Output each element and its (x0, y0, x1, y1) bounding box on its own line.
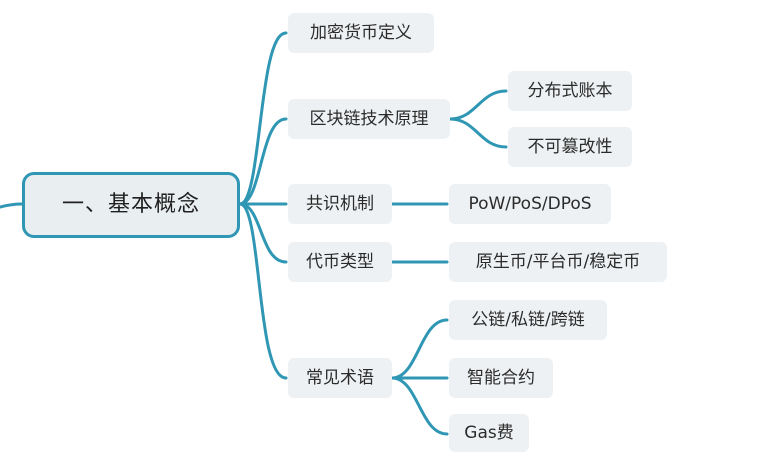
child-node-2-2[interactable]: 不可篡改性 (508, 127, 632, 167)
child-node-label: 智能合约 (467, 368, 535, 388)
child-node-5-2[interactable]: 智能合约 (449, 358, 553, 398)
child-node-label: 公链/私链/跨链 (471, 310, 585, 330)
branch-node-5[interactable]: 常见术语 (288, 358, 392, 398)
child-node-label: 不可篡改性 (527, 137, 613, 157)
branch-node-4[interactable]: 代币类型 (288, 242, 392, 282)
connector-root-branch-5 (238, 202, 288, 380)
child-node-label: PoW/PoS/DPoS (468, 194, 592, 214)
connector-root-branch-2 (238, 117, 288, 206)
branch-node-label: 区块链技术原理 (309, 109, 429, 129)
branch-node-label: 加密货币定义 (310, 23, 412, 43)
branch-node-label: 共识机制 (306, 194, 374, 214)
connector-branch-5-child-1 (390, 318, 449, 380)
root-node-label: 一、基本概念 (61, 192, 200, 217)
branch-node-2[interactable]: 区块链技术原理 (288, 99, 450, 139)
child-node-label: 分布式账本 (527, 81, 613, 101)
branch-node-label: 常见术语 (306, 368, 374, 388)
branch-node-1[interactable]: 加密货币定义 (288, 13, 434, 53)
connector-branch-5-child-3 (390, 376, 449, 436)
connector-branch-2-child-1 (448, 89, 508, 121)
connector-root-branch-1 (238, 31, 288, 206)
connector-incoming (0, 202, 24, 209)
child-node-label: 原生币/平台币/稳定币 (475, 252, 641, 272)
child-node-3-1[interactable]: PoW/PoS/DPoS (449, 184, 611, 224)
child-node-5-1[interactable]: 公链/私链/跨链 (449, 300, 607, 340)
child-node-label: Gas费 (464, 423, 514, 443)
connector-root-branch-4 (238, 202, 288, 264)
child-node-5-3[interactable]: Gas费 (449, 414, 529, 452)
child-node-4-1[interactable]: 原生币/平台币/稳定币 (449, 242, 667, 282)
branch-node-label: 代币类型 (306, 252, 374, 272)
branch-node-3[interactable]: 共识机制 (288, 184, 392, 224)
connector-branch-2-child-2 (448, 117, 508, 149)
child-node-2-1[interactable]: 分布式账本 (508, 71, 632, 111)
root-node[interactable]: 一、基本概念 (22, 172, 240, 238)
